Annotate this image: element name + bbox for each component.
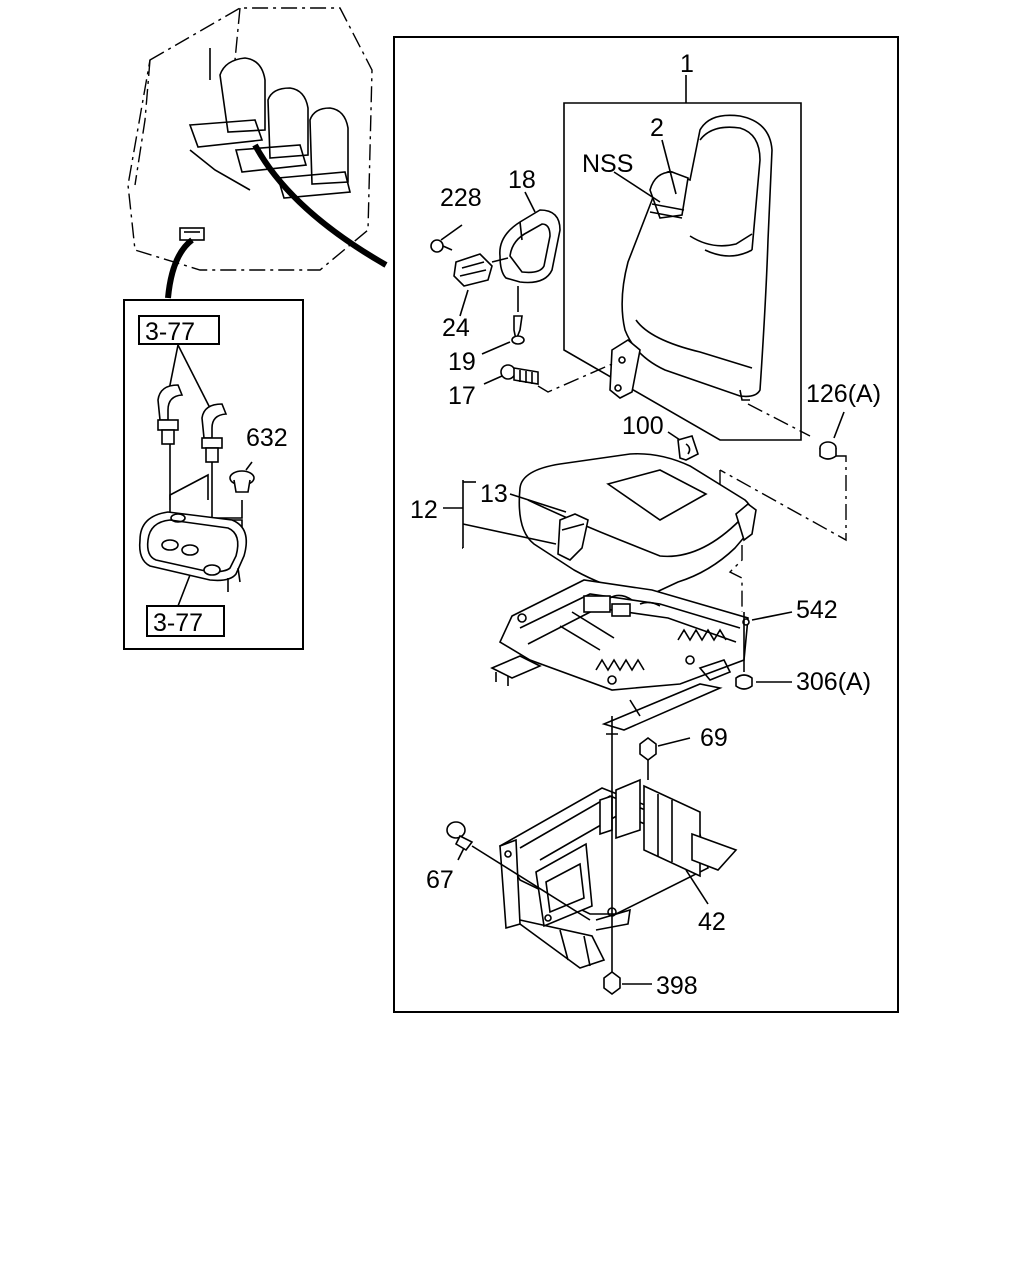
leaders-top: [613, 139, 677, 203]
label-19: 19: [448, 348, 476, 376]
label-nss: NSS: [582, 150, 633, 178]
label-228: 228: [440, 184, 482, 212]
main-frame: [393, 36, 899, 1013]
label-100: 100: [622, 412, 664, 440]
seat-back: [609, 114, 773, 401]
connector-inset: 3-77 632 3-77: [123, 299, 304, 650]
ref-box-bottom: [146, 605, 225, 637]
ref-box-top: [138, 315, 220, 345]
label-69: 69: [700, 724, 728, 752]
seat-riser: [498, 778, 738, 969]
bolt-67: [446, 821, 591, 921]
ref-label-top: 3-77: [145, 318, 195, 346]
ref-label-bottom: 3-77: [153, 609, 203, 637]
clip-100: [667, 431, 699, 461]
nut-398: [603, 740, 652, 995]
nut-69: [639, 737, 691, 780]
label-18: 18: [508, 166, 536, 194]
label-17: 17: [448, 382, 476, 410]
label-12: 12: [410, 496, 438, 524]
seat-back-box: [563, 102, 802, 441]
label-42: 42: [698, 908, 726, 936]
fasteners-19-17: [481, 286, 613, 393]
nut-306: [735, 612, 792, 690]
label-2: 2: [650, 114, 664, 142]
nut-126: [719, 403, 847, 542]
label-542: 542: [796, 596, 838, 624]
label-1: 1: [680, 50, 694, 78]
seat-slide: [490, 579, 793, 740]
seat-cushion: [443, 452, 757, 612]
label-398: 398: [656, 972, 698, 1000]
label-126: 126(A): [806, 380, 881, 408]
label-632: 632: [246, 424, 288, 452]
recline-cover: [430, 191, 561, 317]
label-24: 24: [442, 314, 470, 342]
part-labels: 1 2 NSS 228 18 24 19 17 126(A) 100 12 13…: [410, 50, 881, 1000]
label-306: 306(A): [796, 668, 871, 696]
label-67: 67: [426, 866, 454, 894]
cab-overview: [127, 7, 388, 299]
label-13: 13: [480, 480, 508, 508]
